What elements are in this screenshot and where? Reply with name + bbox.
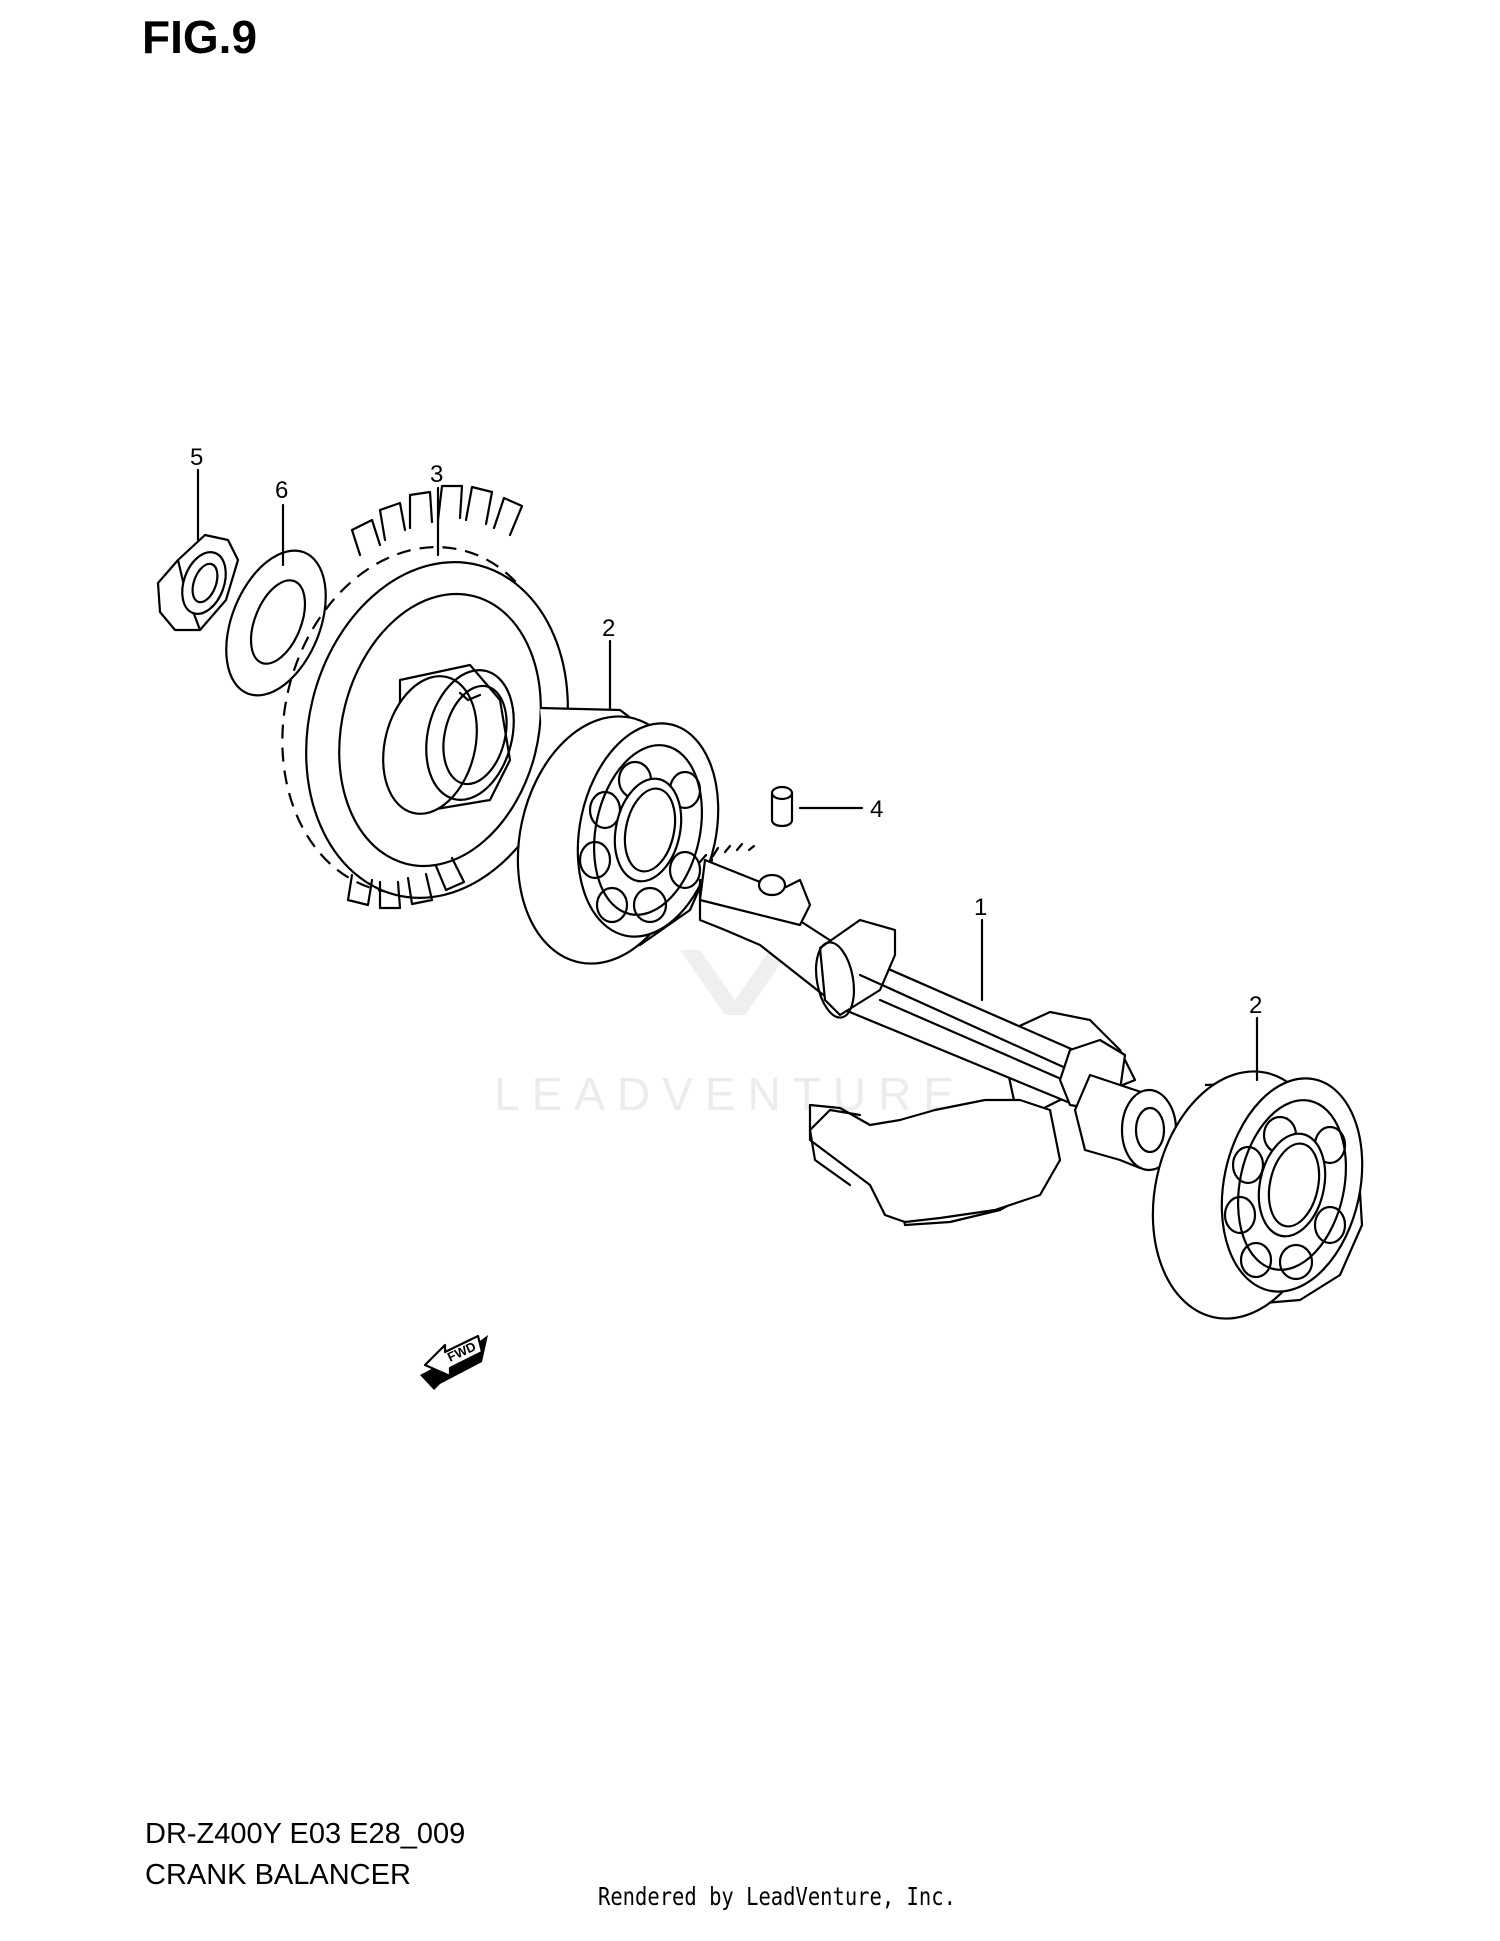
callout-4: 4 xyxy=(870,796,883,823)
part-bearing-upper xyxy=(516,706,720,965)
part-bearing-lower xyxy=(1151,1070,1364,1320)
part-balancer-shaft xyxy=(698,842,1178,1227)
watermark-logo-icon xyxy=(680,950,790,1015)
callout-3: 3 xyxy=(430,461,443,488)
render-credit: Rendered by LeadVenture, Inc. xyxy=(598,1882,956,1911)
part-washer xyxy=(225,549,327,697)
callout-1: 1 xyxy=(974,894,987,921)
watermark: LEADVENTURE xyxy=(494,950,966,1120)
callouts: 5 6 3 2 4 1 2 xyxy=(190,444,1262,1082)
part-gear xyxy=(281,484,569,910)
fwd-arrow-icon: FWD xyxy=(420,1334,488,1390)
figure-title: FIG.9 xyxy=(142,11,258,63)
part-nut xyxy=(156,533,240,632)
watermark-text: LEADVENTURE xyxy=(494,1068,966,1120)
callout-5: 5 xyxy=(190,444,203,471)
part-key xyxy=(770,785,794,828)
callout-2-upper: 2 xyxy=(602,615,615,642)
callout-2-lower: 2 xyxy=(1249,992,1262,1019)
model-code: DR-Z400Y E03 E28_009 xyxy=(145,1818,466,1850)
section-name: CRANK BALANCER xyxy=(145,1859,411,1891)
callout-6: 6 xyxy=(275,477,288,504)
